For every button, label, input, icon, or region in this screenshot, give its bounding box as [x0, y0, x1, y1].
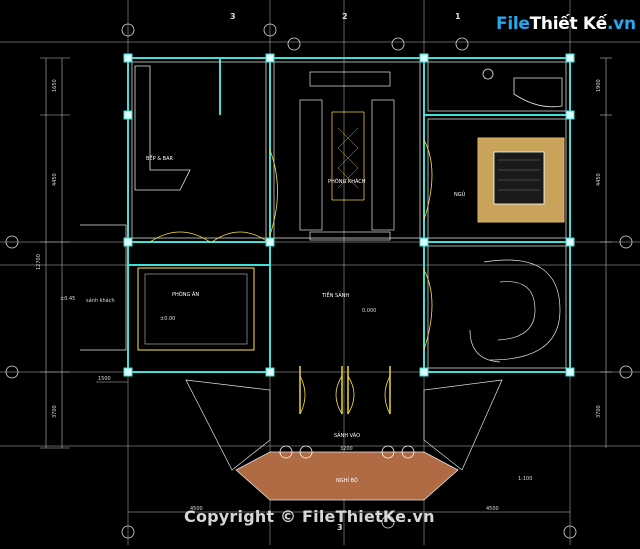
grid-label-2: 2: [342, 12, 348, 21]
dim-bottom-left: 4500: [190, 506, 203, 512]
label-kitchen: BẾP & BAR: [146, 154, 174, 162]
columns: [123, 53, 575, 377]
grid-bubbles: [5, 23, 633, 539]
door-swings: [149, 139, 433, 415]
dim-right-bottom: 3700: [596, 405, 602, 418]
grid-label-3: 3: [230, 12, 236, 21]
dining-table-inner: [144, 273, 248, 345]
brand-logo: FileThiết Kế.vn: [496, 14, 636, 34]
grid-label-bottom-3: 3: [337, 523, 343, 532]
label-hall: TIỀN SẢNH: [321, 291, 349, 299]
dim-right-mid: 4450: [596, 173, 602, 186]
inner-wall-lines: [131, 61, 567, 369]
label-dining: PHÒNG ĂN: [172, 291, 199, 298]
bathtub: [513, 77, 563, 108]
grid-label-1: 1: [455, 12, 461, 21]
toilet: [482, 68, 494, 80]
dimension-lines: [40, 57, 612, 513]
label-living: PHÒNG KHÁCH: [328, 178, 366, 185]
bed-hatch: [498, 159, 540, 191]
dim-left-total: 12700: [36, 254, 42, 270]
terrace-columns: [279, 445, 415, 459]
dim-porch: 1500: [98, 376, 111, 382]
level-dining: ±0.00: [160, 316, 175, 322]
sofa-set: [299, 71, 395, 241]
dining-table: [137, 267, 255, 351]
dim-left-mid: 4450: [52, 173, 58, 186]
copyright-watermark: Copyright © FileThietKe.vn: [184, 507, 435, 526]
level-entry: ±0.45: [60, 296, 75, 302]
dim-left-top: 1650: [52, 79, 58, 92]
door-leaves: [299, 366, 391, 414]
brand-part1: File: [496, 14, 530, 34]
coffee-table-hatch: [337, 127, 359, 189]
level-hall: 0.000: [362, 308, 376, 314]
brand-part2: Thiết Kế: [529, 14, 608, 34]
brand-part3: .vn: [607, 14, 636, 34]
kitchen-counter: [134, 65, 191, 191]
dim-left-bottom: 3700: [52, 405, 58, 418]
dim-right-top: 1900: [596, 79, 602, 92]
porch-stairs: [80, 224, 503, 471]
dim-terrace: 3200: [340, 446, 353, 452]
label-terrace: NGHỈ BỘ: [336, 476, 358, 484]
label-porch: SẢNH VÀO: [334, 431, 360, 439]
dim-bottom-right: 4500: [486, 506, 499, 512]
bed-mattress: [493, 151, 545, 205]
spiral-stair: [469, 259, 561, 363]
label-bedroom: NGỦ: [454, 190, 466, 198]
terrace-floor: [235, 451, 459, 501]
label-sanh-khach: sảnh khách: [86, 297, 115, 304]
level-scale: 1:100: [518, 476, 532, 482]
